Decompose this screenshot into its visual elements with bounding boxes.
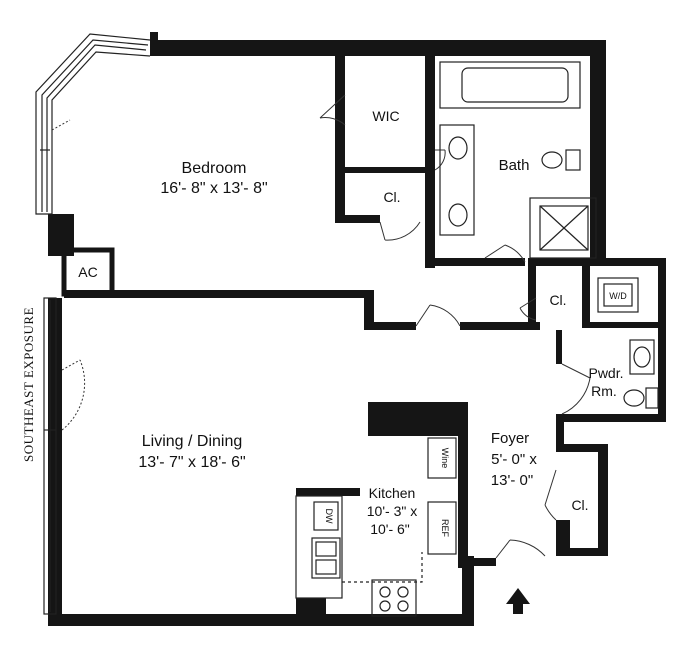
cooktop bbox=[371, 579, 417, 617]
living-label: Living / Dining bbox=[142, 433, 243, 450]
kitchen-counter bbox=[295, 495, 343, 599]
wic-label: WIC bbox=[372, 108, 399, 124]
washer-dryer-label: W/D bbox=[609, 291, 627, 301]
dishwasher-label: DW bbox=[324, 509, 334, 524]
doors bbox=[51, 94, 591, 559]
bedroom-closet-label: Cl. bbox=[383, 189, 400, 205]
bedroom-label: Bedroom bbox=[182, 160, 247, 177]
powder-sink bbox=[629, 339, 655, 375]
powder-fixtures bbox=[623, 339, 659, 409]
exposure-label: SOUTHEAST EXPOSURE bbox=[21, 307, 36, 462]
bath-fixtures bbox=[439, 61, 597, 259]
wine-cooler bbox=[427, 437, 457, 479]
vanity bbox=[439, 124, 475, 236]
powder-label-line1: Pwdr. bbox=[588, 365, 623, 381]
ac-label: AC bbox=[78, 264, 97, 280]
powder-label-line2: Rm. bbox=[591, 383, 617, 399]
shower bbox=[529, 197, 597, 259]
powder-toilet bbox=[623, 389, 645, 407]
foyer-label: Foyer bbox=[491, 430, 529, 447]
kitchen-dimensions-line2: 10'- 6" bbox=[370, 521, 410, 537]
hall-closet-label: Cl. bbox=[549, 292, 566, 308]
foyer-dimensions-line1: 5'- 0" x bbox=[491, 451, 537, 468]
washer-dryer bbox=[597, 277, 639, 313]
bathtub bbox=[439, 61, 581, 109]
kitchen-fixtures bbox=[295, 437, 457, 617]
entry-arrow-icon bbox=[506, 588, 530, 614]
bedroom-dimensions: 16'- 8" x 13'- 8" bbox=[160, 180, 267, 197]
living-dimensions: 13'- 7" x 18'- 6" bbox=[138, 454, 245, 471]
foyer-dimensions-line2: 13'- 0" bbox=[491, 472, 533, 489]
bath-label: Bath bbox=[499, 157, 530, 174]
bath-toilet bbox=[541, 151, 563, 169]
walls bbox=[48, 32, 666, 626]
wine-label: Wine bbox=[440, 448, 450, 469]
living-window bbox=[43, 297, 57, 615]
kitchen-label: Kitchen bbox=[369, 485, 416, 501]
foyer-closet-label: Cl. bbox=[571, 497, 588, 513]
bay-window bbox=[35, 33, 151, 215]
kitchen-dimensions-line1: 10'- 3" x bbox=[367, 503, 417, 519]
refrigerator-label: REF bbox=[440, 519, 450, 538]
kitchen-sink bbox=[311, 537, 341, 579]
refrigerator bbox=[427, 501, 457, 555]
